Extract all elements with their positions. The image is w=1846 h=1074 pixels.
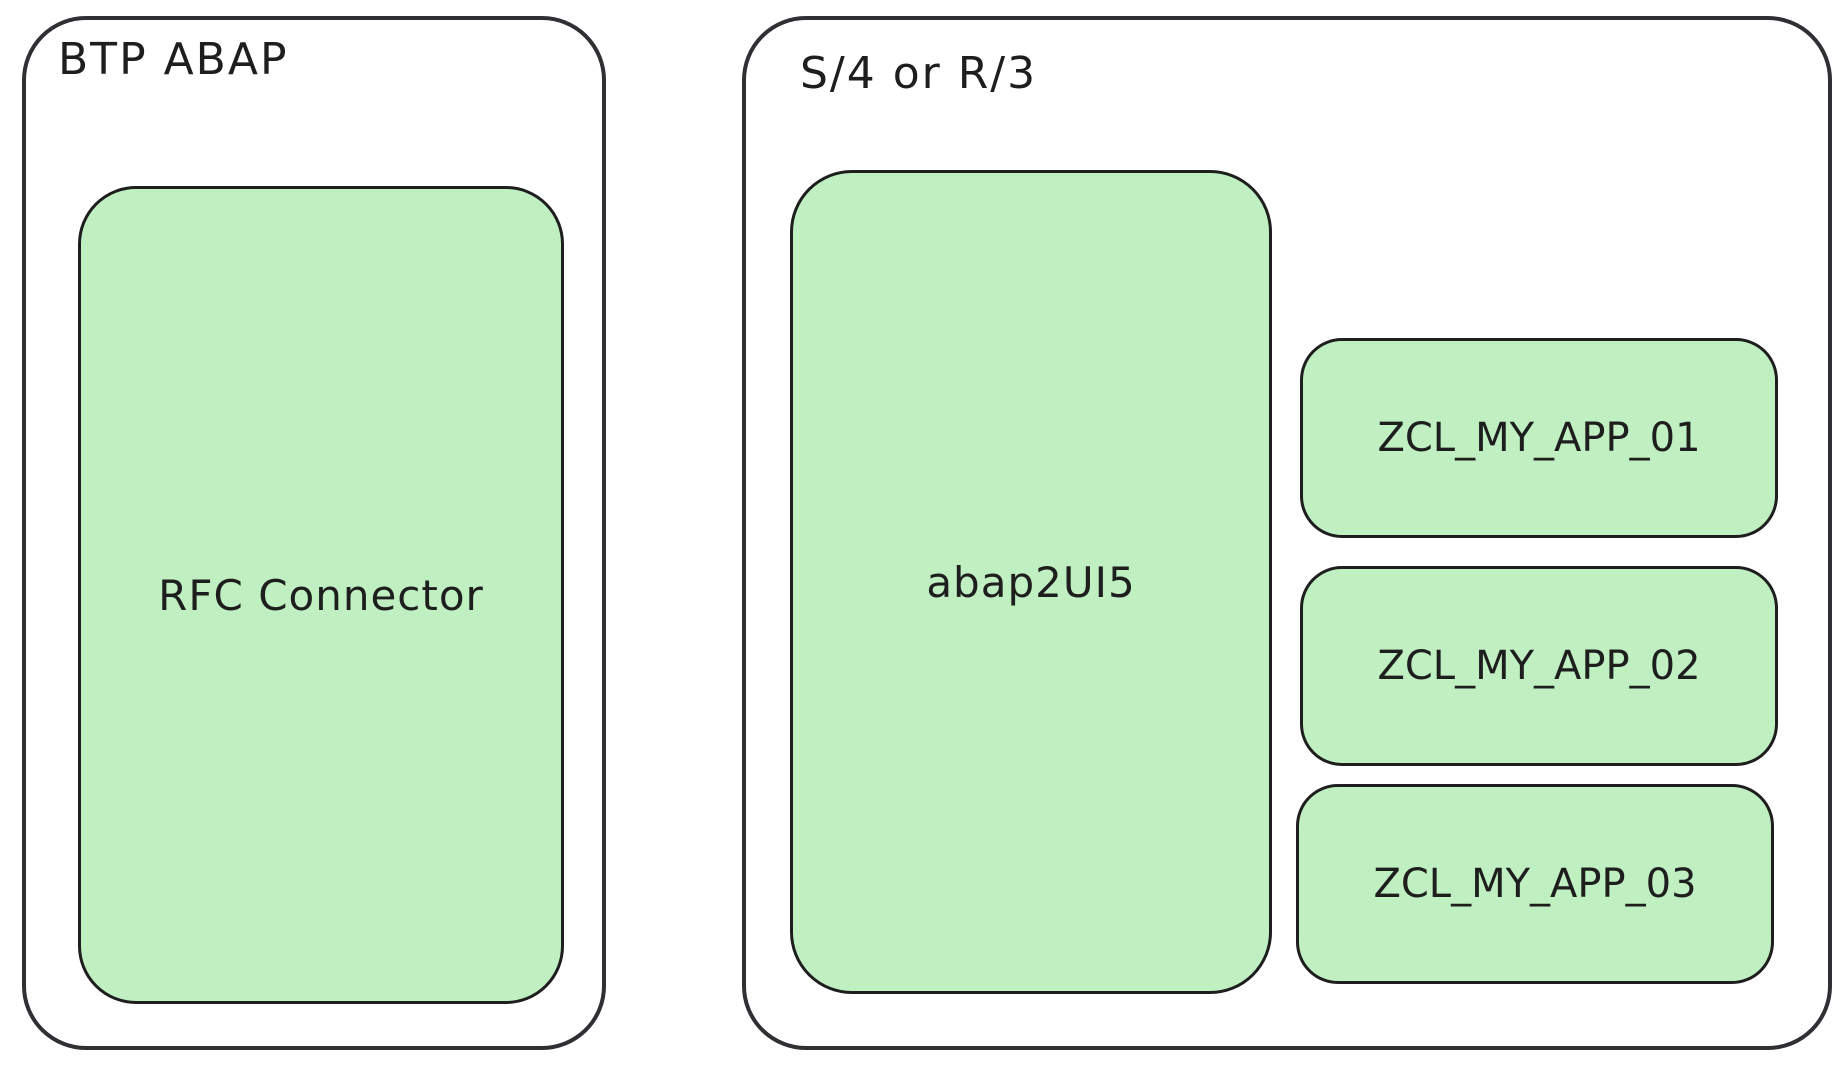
rfc-connector-box: RFC Connector <box>78 186 564 1004</box>
rfc-connector-label: RFC Connector <box>158 570 484 620</box>
zcl-my-app-01-box: ZCL_MY_APP_01 <box>1300 338 1778 538</box>
abap2ui5-box: abap2UI5 <box>790 170 1272 994</box>
s4-r3-title: S/4 or R/3 <box>800 48 1038 99</box>
zcl-my-app-03-label: ZCL_MY_APP_03 <box>1373 861 1697 907</box>
zcl-my-app-02-label: ZCL_MY_APP_02 <box>1377 643 1701 689</box>
abap2ui5-label: abap2UI5 <box>926 557 1136 607</box>
zcl-my-app-03-box: ZCL_MY_APP_03 <box>1296 784 1774 984</box>
btp-abap-title: BTP ABAP <box>58 34 289 85</box>
zcl-my-app-02-box: ZCL_MY_APP_02 <box>1300 566 1778 766</box>
zcl-my-app-01-label: ZCL_MY_APP_01 <box>1377 415 1701 461</box>
